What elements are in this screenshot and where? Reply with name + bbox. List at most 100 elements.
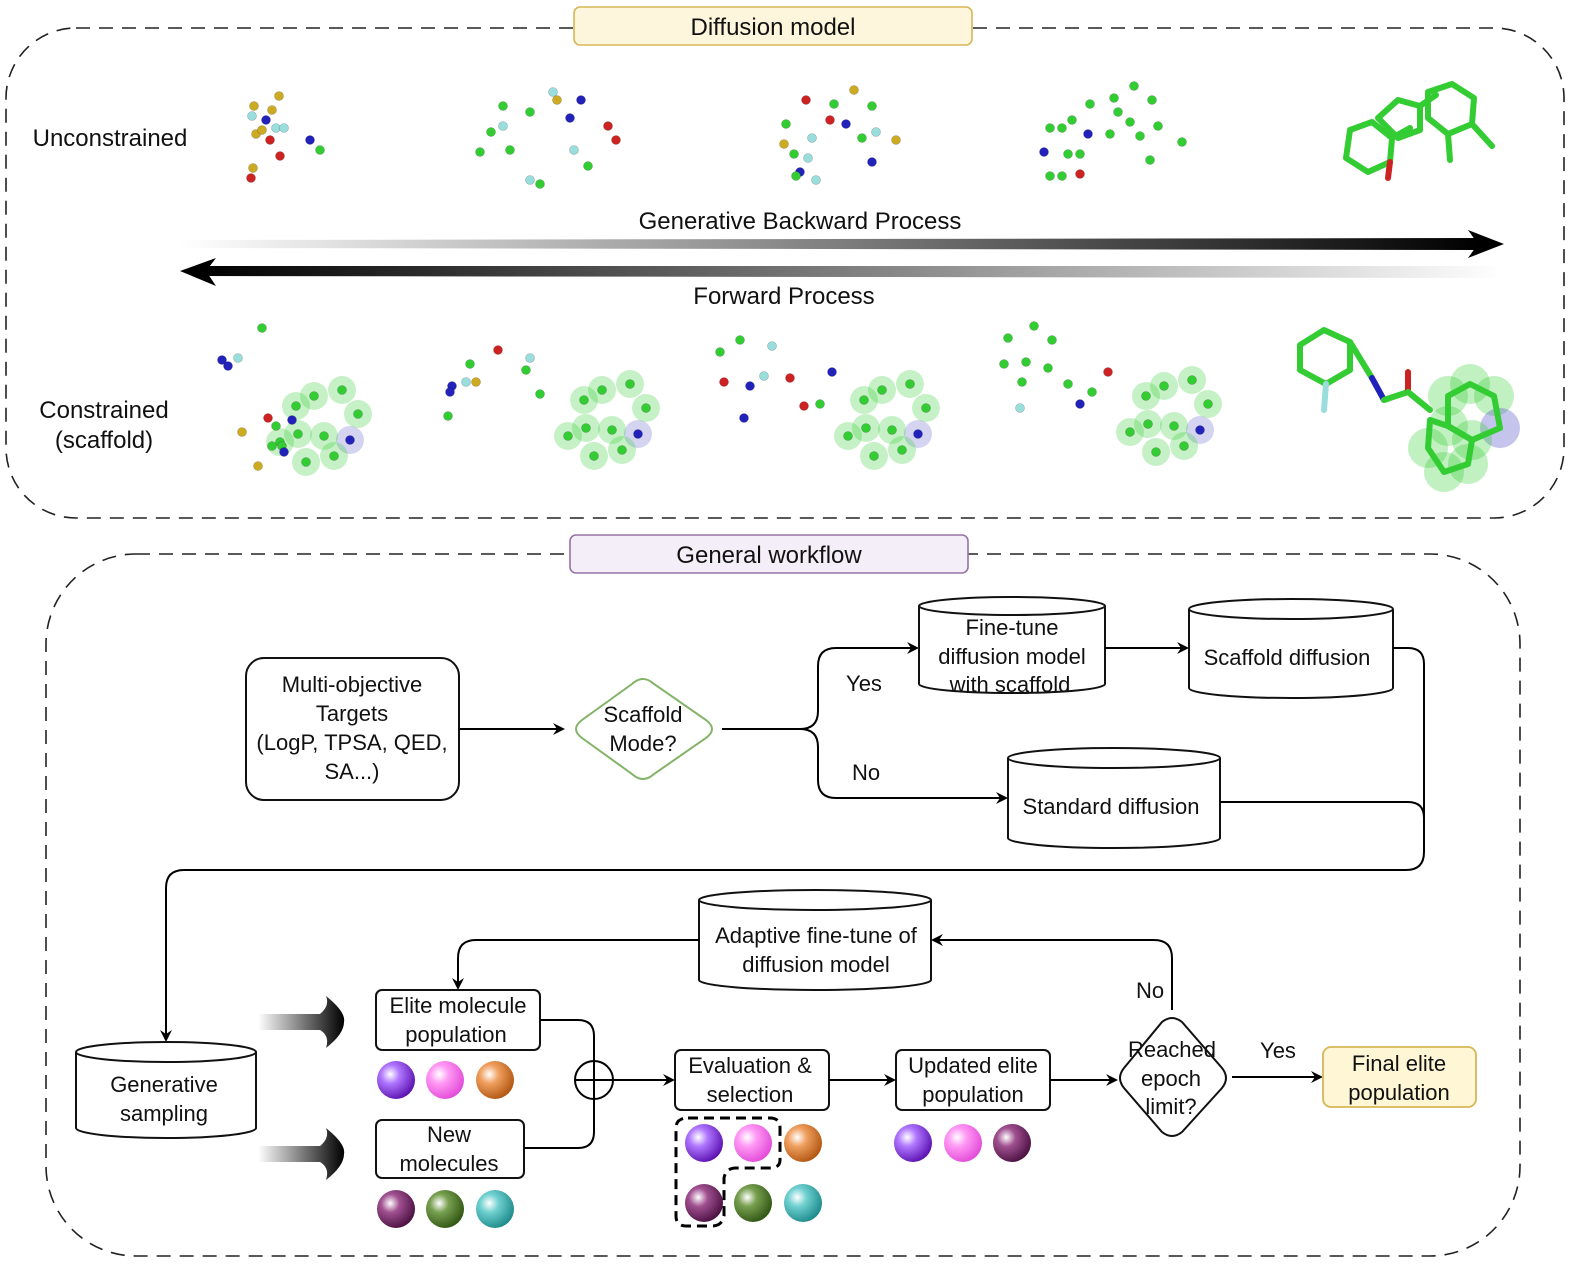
atom [1103,367,1113,377]
unconstrained-atom-clouds [246,81,1187,189]
atom [1057,123,1067,133]
atom [1021,357,1031,367]
atom [869,451,879,461]
atom [825,115,835,125]
ball-purple [685,1124,723,1162]
atom [597,385,607,395]
backward-process-arrow [180,230,1504,258]
atom [552,95,562,105]
atom [1067,115,1077,125]
atom [1039,147,1049,157]
no-label: No [852,760,880,785]
atom [287,415,297,425]
targets-line-2: Targets [316,701,388,726]
atom [233,353,243,363]
atom [617,445,627,455]
ball-purple [377,1061,415,1099]
atom [521,365,531,375]
atom [1063,149,1073,159]
atom [257,125,267,135]
new-molecules-box: New molecules [375,1119,525,1179]
atom [1083,129,1093,139]
atom [217,355,227,365]
finetune-line-1: Fine-tune [966,615,1059,640]
atom [1017,377,1027,387]
forward-process-label: Forward Process [693,283,874,310]
scaffold-mode-decision: Scaffold Mode? [575,678,713,780]
atom [1085,99,1095,109]
no-label-2: No [1136,978,1164,1003]
atom [274,91,284,101]
atom [498,101,508,111]
atom [857,133,867,143]
atom [887,425,897,435]
atom [841,119,851,129]
atom [279,447,289,457]
atom [486,127,496,137]
adaptive-line-2: diffusion model [742,952,890,977]
ball-pink [734,1124,772,1162]
updated-line-2: population [922,1082,1024,1107]
atom [265,135,275,145]
row-label-unconstrained: Unconstrained [33,125,188,152]
yes-label-2: Yes [1260,1038,1296,1063]
atom [315,145,325,155]
atom [1151,447,1161,457]
atom [1105,129,1115,139]
atom [745,381,755,391]
atom [1003,333,1013,343]
adaptive-finetune-cylinder: Adaptive fine-tune of diffusion model [698,889,932,991]
atom [305,135,315,145]
atom [767,341,777,351]
atom [791,171,801,181]
atom [1145,155,1155,165]
scaffold-diffusion-cylinder: Scaffold diffusion [1188,598,1394,699]
ball-purple [894,1124,932,1162]
scaffold-mode-line-1: Scaffold [603,702,682,727]
atom [1047,335,1057,345]
atom [1109,93,1119,103]
finetune-line-2: diffusion model [938,644,1086,669]
atom [781,119,791,129]
ball-olive [734,1184,772,1222]
atom [633,429,643,439]
atom [891,135,901,145]
atom [353,409,363,419]
atom [1143,419,1153,429]
or-junction [574,1060,614,1100]
atom [785,373,795,383]
atom [337,385,347,395]
targets-line-4: SA...) [324,759,379,784]
atom [271,421,281,431]
arrow-to-generative-sampling [160,647,1425,1042]
atom [249,101,259,111]
row-label-scaffold: (scaffold) [55,427,153,454]
unconstrained-final-molecule [1343,81,1495,181]
atom [461,377,471,387]
atom [223,361,233,371]
atom [275,151,285,161]
standard-diffusion-cylinder: Standard diffusion [1007,747,1221,849]
fat-arrow-to-new [258,1128,345,1180]
atom [843,431,853,441]
atom [291,401,301,411]
epoch-line-3: limit? [1145,1094,1196,1119]
atom [279,123,289,133]
atom [1043,363,1053,373]
atom [1195,425,1205,435]
targets-line-3: (LogP, TPSA, QED, [256,730,447,755]
atom [921,403,931,413]
adaptive-line-1: Adaptive fine-tune of [715,923,918,948]
atom [498,121,508,131]
atom [625,379,635,389]
backward-process-label: Generative Backward Process [639,208,962,235]
atom [583,161,593,171]
diffusion-panel-border [5,27,1565,519]
atom [271,123,281,133]
atom [525,353,535,363]
final-elite-box: Final elite population [1322,1046,1477,1108]
atom [871,127,881,137]
updated-line-1: Updated elite [908,1053,1038,1078]
arrow-no-to-adaptive [931,934,1173,1010]
atom [525,107,535,117]
